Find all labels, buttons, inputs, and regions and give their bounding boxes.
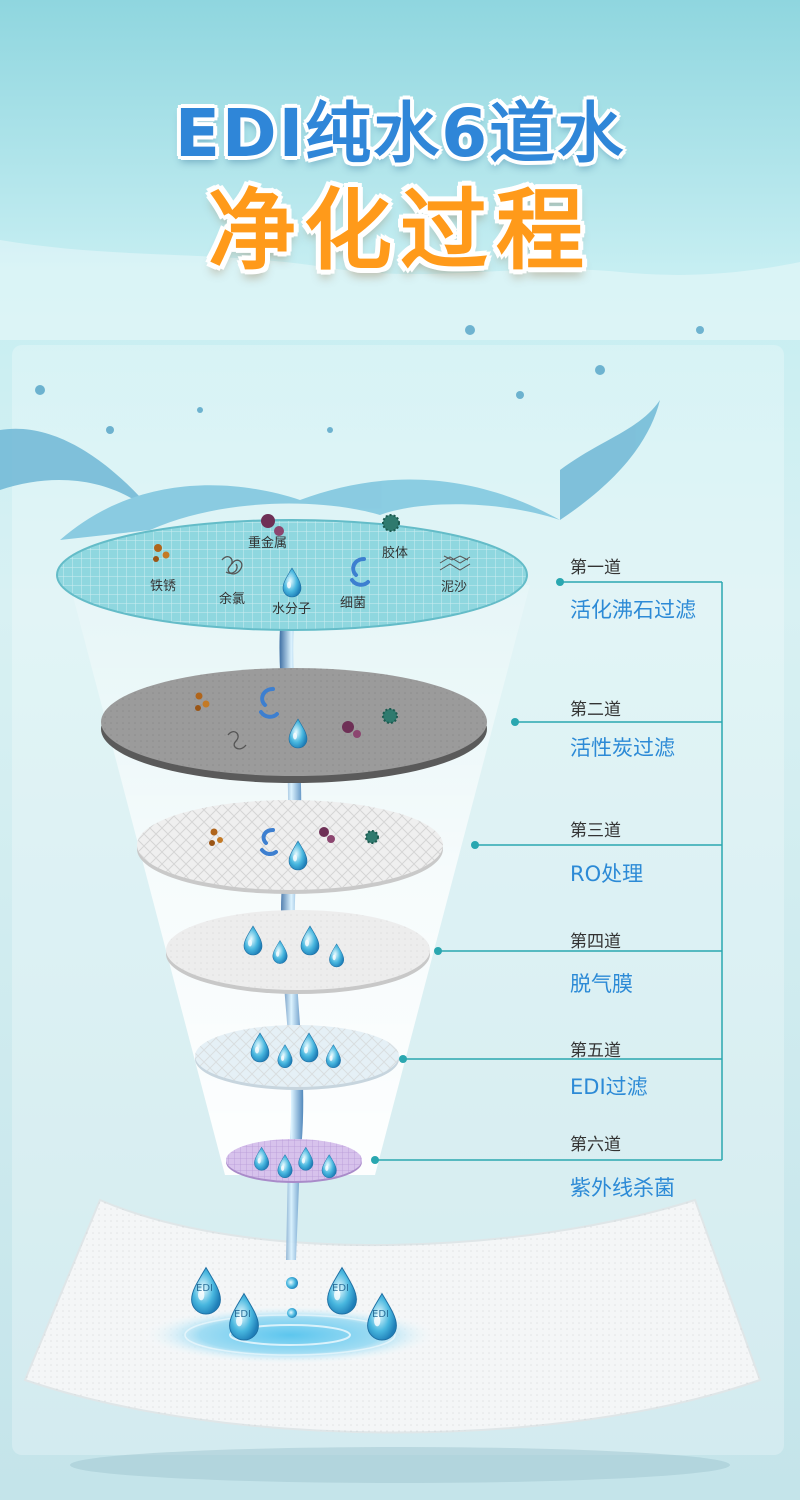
label-bacteria: 细菌 [340,596,367,611]
label-chlorine: 余氯 [219,592,246,607]
title-line-2: 净化过程 [207,179,592,282]
label-colloid: 胶体 [382,546,409,561]
filter-disc-5 [195,1025,399,1090]
edi-drop-label: EDI [372,1309,389,1320]
filter-disc-3 [137,800,443,894]
heavy-metal-icon [261,514,284,536]
step-6-name: 紫外线杀菌 [570,1176,675,1200]
connector-dots [371,578,564,1164]
connector-lines [375,581,723,1161]
colloid-icon [382,514,400,532]
step-1-number: 第一道 [570,558,621,578]
step-2-number: 第二道 [570,700,621,720]
step-5-name: EDI过滤 [570,1075,648,1099]
falling-droplet [286,1277,298,1289]
bacteria-icon [350,557,370,587]
step-4-name: 脱气膜 [570,972,633,996]
label-rust: 铁锈 [150,579,177,594]
disc-3-impurities [209,827,379,857]
step-4-number: 第四道 [570,932,621,952]
step-5-number: 第五道 [570,1041,621,1061]
edi-drop-label: EDI [332,1283,349,1294]
edi-drop-label: EDI [234,1309,251,1320]
silt-icon [439,555,471,571]
edi-drop-label: EDI [196,1283,213,1294]
filter-disc-4 [166,910,430,994]
label-heavy-metal: 重金属 [248,536,288,551]
step-1-name: 活化沸石过滤 [570,598,696,622]
filter-disc-6 [226,1139,362,1183]
label-silt: 泥沙 [441,580,468,595]
disc-2-impurities [195,687,398,750]
title-line-1: EDI纯水6道水 [174,95,626,172]
label-water-molecule: 水分子 [272,602,312,617]
step-2-name: 活性炭过滤 [570,736,675,760]
step-3-name: RO处理 [570,862,644,886]
falling-droplet [287,1308,297,1318]
rust-icon [153,544,170,562]
chlorine-icon [221,556,243,575]
step-3-number: 第三道 [570,821,621,841]
step-6-number: 第六道 [570,1135,621,1155]
water-splash [0,325,704,540]
